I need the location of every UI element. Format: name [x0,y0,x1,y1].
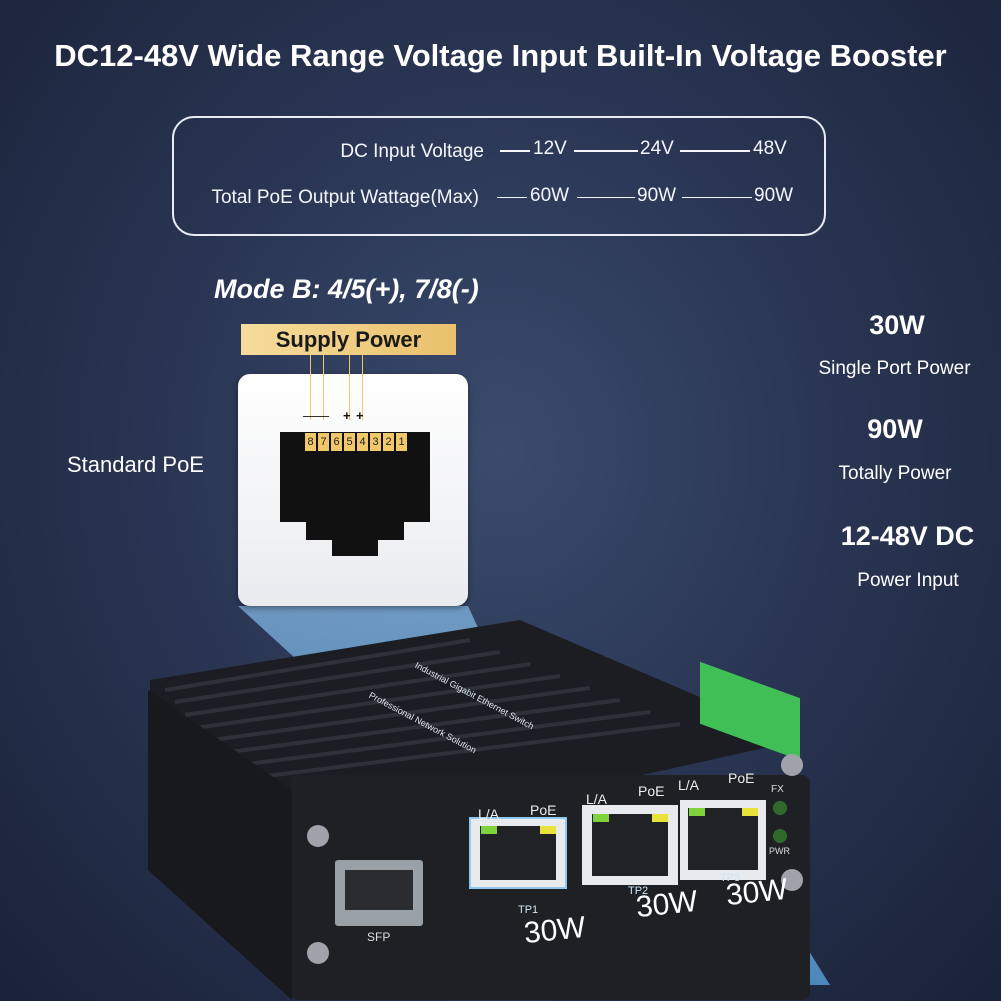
wire-7 [323,355,324,420]
feature-value: 12-48V DC [840,521,975,551]
sfp-label: SFP [367,930,391,944]
pwr-led [773,829,787,843]
terminal-block [700,661,800,761]
pin-sign: — [303,408,316,423]
divider-line [574,150,638,152]
divider-line [500,150,530,152]
wire-8 [310,355,311,420]
divider-line [577,197,635,198]
port-la-label: L/A [678,777,700,793]
feature-label: Power Input [857,570,959,591]
feature-value: 90W [867,414,923,444]
input-voltage-24v: 24V [640,138,674,159]
port-name: TP1 [518,904,539,916]
pin-5: 5 [344,433,355,451]
wire-5 [349,355,350,420]
input-voltage-48v: 48V [753,138,787,159]
output-wattage-60w: 60W [530,185,570,206]
mode-label: Mode B: 4/5(+), 7/8(-) [214,274,479,304]
port-name: TP2 [628,885,649,897]
port-name: TP3 [720,872,741,884]
feature-label: Totally Power [838,463,952,484]
output-wattage-label: Total PoE Output Wattage(Max) [211,187,479,208]
wire-4 [362,355,363,420]
feature-value: 30W [869,310,925,340]
supply-power-badge: Supply Power [241,324,456,355]
port-power-label: 30W [522,910,588,951]
pin-6: 6 [331,433,342,451]
fx-led [773,801,787,815]
pin-sign: — [316,408,329,423]
pin-7: 7 [318,433,329,451]
output-wattage-90w-a: 90W [637,185,677,206]
fx-label: FX [771,784,784,795]
pin-4: 4 [357,433,368,451]
port-poe-label: PoE [728,770,755,786]
port-poe-label: PoE [638,783,665,799]
rj45-port-card [238,374,468,606]
port-la-label: L/A [478,806,500,822]
page-title: DC12-48V Wide Range Voltage Input Built-… [54,38,947,73]
pin-8: 8 [305,433,316,451]
rj45-port-tp3 [680,800,766,880]
pin-sign: + [356,408,364,423]
rj45-port-tp1 [469,817,567,889]
feature-label: Single Port Power [818,358,971,379]
pin-2: 2 [383,433,394,451]
pin-1: 1 [396,433,407,451]
spec-box [172,116,826,236]
standard-poe-label: Standard PoE [67,452,204,477]
port-power-label: 30W [634,884,700,925]
pin-sign: + [343,408,351,423]
port-power-label: 30W [724,872,790,913]
port-la-label: L/A [586,791,608,807]
divider-line [682,197,752,198]
divider-line [497,197,527,198]
pin-3: 3 [370,433,381,451]
pwr-label: PWR [769,846,790,856]
rj45-jack-icon [280,432,430,556]
input-voltage-12v: 12V [533,138,567,159]
output-wattage-90w-b: 90W [754,185,794,206]
divider-line [680,150,750,152]
port-poe-label: PoE [530,802,557,818]
rj45-port-tp2 [582,805,678,885]
input-voltage-label: DC Input Voltage [340,141,484,162]
